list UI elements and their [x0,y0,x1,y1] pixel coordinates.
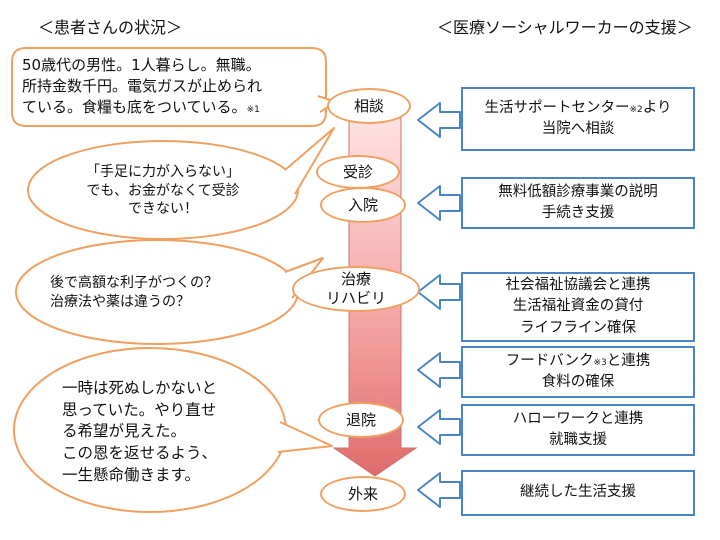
support-arrow-6 [417,472,461,508]
support-arrow-3 [417,274,461,310]
support-line: 生活サポートセンター※2より [484,99,672,116]
footnote-mark: ※1 [246,105,260,115]
support-arrow-2 [417,185,461,221]
support-line: 継続した生活支援 [520,484,636,501]
voice1-text: 「手足に力が入らない」 でも、お金がなくて受診 できない！ [38,160,288,222]
support-line: ライフライン確保 [520,319,636,336]
support-arrow-5 [417,409,461,445]
step-treat-line: リハビリ [325,289,386,307]
support-line: 就職支援 [549,432,607,448]
voice-line: 一生懸命働きます。 [62,465,200,484]
profile-line: 50歳代の男性。1人暮らし。無職。 [22,56,261,74]
voice-line: 思っていた。やり直せ [62,400,217,419]
profile-line: 所持金数千円。電気ガスが止められ [22,77,263,95]
footnote-mark: ※3 [593,357,607,368]
support-box-6: 継続した生活支援 [461,470,695,516]
footnote-mark: ※2 [629,104,643,115]
voice3-text: 一時は死ぬしかないと 思っていた。やり直せ る希望が見えた。 この恩を返せるよう… [62,378,217,486]
support-line: 無料低額診療事業の説明 [498,183,658,200]
support-box-3: 社会福祉協議会と連携 生活福祉資金の貸付 ライフライン確保 [461,272,695,342]
step-discharge: 退院 [318,402,404,438]
voice1-bubble-tail [284,127,335,195]
support-arrow-1 [417,102,461,138]
voice-line: でも、お金がなくて受診 [86,182,240,199]
voice2-text: 後で高額な利子がつくの？ 治療法や薬は違うの？ [50,274,280,312]
support-box-2: 無料低額診療事業の説明 手続き支援 [461,177,695,229]
support-line: 当院へ相談 [541,121,615,137]
support-line: 社会福祉協議会と連携 [505,277,651,294]
profile-line: ている。食糧も底をついている。※1 [22,98,260,116]
support-box-5: ハローワークと連携 就職支援 [461,404,695,456]
voice-line: る希望が見えた。 [62,422,187,441]
support-line: 生活福祉資金の貸付 [512,298,644,315]
voice-line: 「手足に力が入らない」 [86,163,240,180]
patient-profile-bubble [11,47,327,127]
support-line: 手続き支援 [541,205,615,221]
step-admit: 入院 [320,187,406,223]
voice-line: できない！ [128,201,198,218]
support-arrow-4 [417,352,461,388]
support-header: ＜医療ソーシャルワーカーの支援＞ [437,18,693,37]
step-treat: 治療 リハビリ [292,266,420,312]
support-box-4: フードバンク※3と連携 食料の確保 [461,346,695,398]
step-outpatient: 外来 [320,476,406,512]
voice-line: この恩を返せるよう、 [62,444,218,463]
step-treat-line: 治療 [340,270,371,289]
voice-line: 後で高額な利子がつくの？ [50,275,218,291]
support-line: 食料の確保 [541,374,615,390]
step-consult: 相談 [327,88,411,124]
patient-header: ＜患者さんの状況＞ [38,18,183,37]
voice3-bubble-tail [277,421,333,453]
patient-profile: 50歳代の男性。1人暮らし。無職。 所持金数千円。電気ガスが止められ ている。食… [22,55,262,118]
step-visit: 受診 [316,155,400,189]
voice-line: 一時は死ぬしかないと [62,379,218,397]
support-line: フードバンク※3と連携 [505,352,651,369]
support-line: ハローワークと連携 [512,410,644,427]
voice-line: 治療法や薬は違うの？ [50,293,190,310]
support-box-1: 生活サポートセンター※2より 当院へ相談 [461,87,695,151]
